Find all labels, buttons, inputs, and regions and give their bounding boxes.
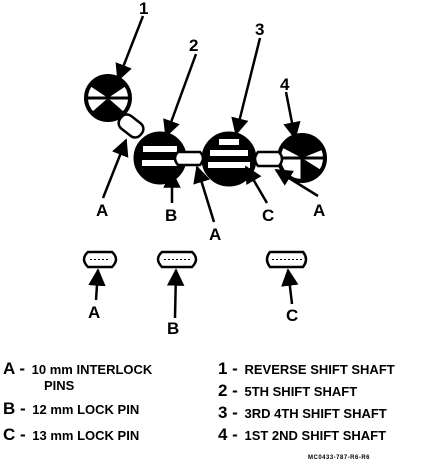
legend-key: 4 -	[218, 425, 238, 444]
callout-b-bottom: B	[167, 319, 179, 338]
legend-text: PINS	[44, 378, 75, 393]
legend-item-a-cont: PINS	[44, 379, 74, 393]
legend-key: A -	[3, 359, 26, 378]
leader-lines	[88, 15, 319, 319]
loose-pin-b	[156, 250, 198, 269]
callout-a-left: A	[96, 201, 108, 220]
shaft-1-reverse	[84, 74, 132, 122]
legend-text: 5TH SHIFT SHAFT	[244, 384, 358, 399]
legend-text: REVERSE SHIFT SHAFT	[244, 362, 395, 377]
callout-3: 3	[255, 20, 264, 39]
legend-item-2: 2 - 5TH SHIFT SHAFT	[218, 381, 358, 400]
callout-1: 1	[139, 0, 148, 18]
shaft-3-3rd4th	[201, 131, 257, 187]
legend-item-4: 4 - 1ST 2ND SHIFT SHAFT	[218, 425, 387, 444]
legend-item-1: 1 - REVERSE SHIFT SHAFT	[218, 359, 395, 378]
loose-pin-c	[265, 250, 308, 269]
callout-4: 4	[280, 75, 290, 94]
legend-text: 1ST 2ND SHIFT SHAFT	[244, 428, 387, 443]
pin-interlock-right	[253, 150, 284, 168]
loose-pin-a	[82, 250, 118, 269]
legend-key: C -	[3, 425, 26, 444]
legend-item-a: A - 10 mm INTERLOCK	[3, 359, 153, 378]
legend-item-b: B - 12 mm LOCK PIN	[3, 399, 140, 418]
callout-2: 2	[189, 36, 198, 55]
callout-c-top: C	[262, 206, 274, 225]
callout-a-mid: A	[209, 225, 221, 244]
legend-text: 10 mm INTERLOCK	[31, 362, 153, 377]
callout-a-right: A	[313, 201, 325, 220]
figure-code: MC0433-787-R6-R6	[308, 455, 371, 461]
shaft-4-1st2nd	[277, 133, 327, 183]
legend-text: 13 mm LOCK PIN	[32, 428, 140, 443]
legend-key: B -	[3, 399, 26, 418]
callout-c-bottom: C	[286, 306, 298, 325]
legend-text: 12 mm LOCK PIN	[32, 402, 140, 417]
legend-key: 3 -	[218, 403, 238, 422]
callout-a-bottom: A	[88, 303, 100, 322]
legend-key: 1 -	[218, 359, 238, 378]
callout-b-top: B	[165, 206, 177, 225]
legend-item-c: C - 13 mm LOCK PIN	[3, 425, 140, 444]
pin-lock-12mm-mid	[173, 150, 205, 167]
legend-item-3: 3 - 3RD 4TH SHIFT SHAFT	[218, 403, 387, 422]
legend-text: 3RD 4TH SHIFT SHAFT	[244, 406, 387, 421]
pin-interlock-left	[117, 113, 145, 139]
legend-key: 2 -	[218, 381, 238, 400]
